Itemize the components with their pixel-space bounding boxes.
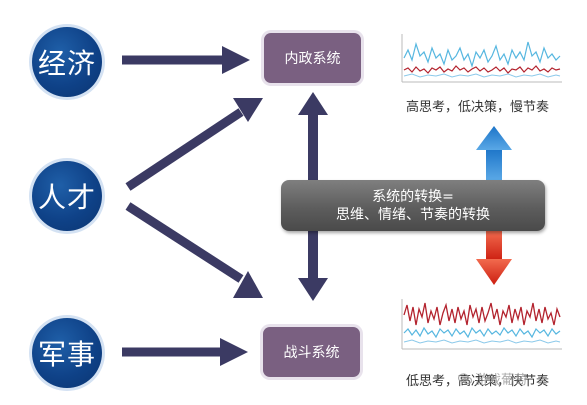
banner-system-transition: 系统的转换= 思维、情绪、节奏的转换 xyxy=(281,180,545,231)
box-combat-system: 战斗系统 xyxy=(263,327,360,377)
mini-top-light-line xyxy=(403,73,561,78)
mini-chart-top-svg xyxy=(401,34,562,83)
node-economy-label: 经济 xyxy=(37,47,96,80)
watermark-text: 游戏葡萄 xyxy=(475,373,528,388)
box-combat-system-label: 战斗系统 xyxy=(283,345,340,361)
mini-chart-bottom xyxy=(398,295,566,357)
mini-chart-bottom-svg xyxy=(401,299,562,350)
node-military: 军事 xyxy=(32,318,102,388)
caption-bottom: 低思考，高决策，快节奏 xyxy=(406,374,550,389)
arrow-down-red xyxy=(476,231,512,285)
watermark: 游戏葡萄 xyxy=(457,369,528,388)
box-domestic-system-label: 内政系统 xyxy=(284,51,341,67)
banner-line-1: 系统的转换= xyxy=(372,188,454,205)
node-military-label: 军事 xyxy=(37,338,96,371)
arrow-economy-to-domestic xyxy=(122,46,250,74)
node-talent-label: 人才 xyxy=(37,181,96,214)
arrow-military-to-combat xyxy=(122,338,248,366)
mini-chart-top xyxy=(398,30,566,90)
banner-line-2: 思维、情绪、节奏的转换 xyxy=(336,206,490,223)
mini-bottom-light-line xyxy=(403,339,561,344)
mini-bottom-red-line xyxy=(403,302,561,326)
box-domestic-system: 内政系统 xyxy=(264,33,361,83)
arrow-talent-to-domestic xyxy=(125,98,263,191)
mini-bottom-cyan-line xyxy=(403,326,561,339)
caption-top: 高思考，低决策，慢节奏 xyxy=(406,100,550,115)
arrow-up-blue xyxy=(476,126,512,180)
mini-top-cyan-line xyxy=(403,41,561,69)
node-talent: 人才 xyxy=(32,161,102,231)
arrow-talent-to-combat xyxy=(125,202,263,298)
wechat-icon xyxy=(457,373,473,385)
node-economy: 经济 xyxy=(32,27,102,97)
mini-top-red-line xyxy=(403,65,561,74)
